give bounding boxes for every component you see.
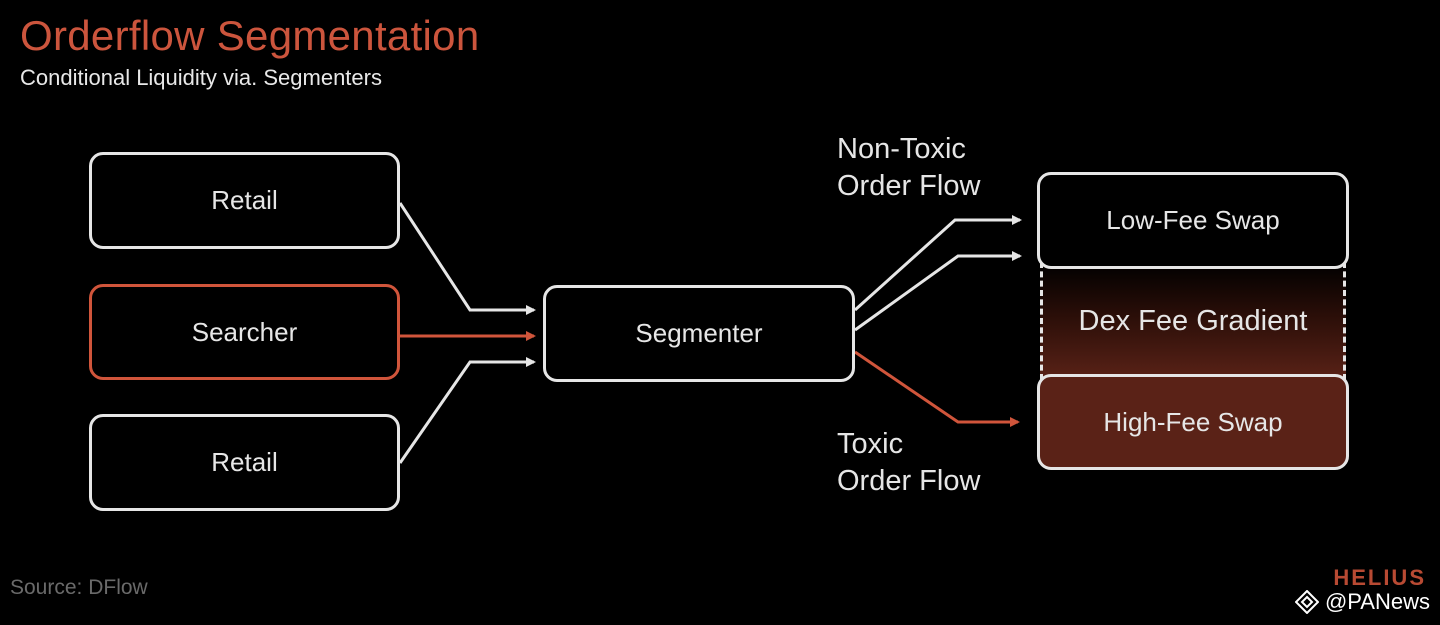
retail-bottom-node: Retail <box>89 414 400 511</box>
dex-fee-gradient: Dex Fee Gradient <box>1040 262 1346 380</box>
segmenter-node: Segmenter <box>543 285 855 382</box>
toxic-flow-label: Toxic Order Flow <box>837 426 980 500</box>
helius-logo-text: HELIUS <box>1333 565 1426 590</box>
source-credit: Source: DFlow <box>10 576 148 599</box>
non-toxic-line1: Non-Toxic <box>837 133 966 165</box>
panews-diamond-icon <box>1294 590 1319 614</box>
arrow-segmenter-to-lowfee-1 <box>853 215 1022 312</box>
low-fee-swap-node: Low-Fee Swap <box>1037 172 1349 269</box>
searcher-node: Searcher <box>89 284 400 380</box>
arrow-retail-top-to-segmenter <box>398 202 536 315</box>
non-toxic-line2: Order Flow <box>837 170 981 202</box>
arrow-retail-bottom-to-segmenter <box>398 357 536 464</box>
arrow-segmenter-to-highfee <box>854 350 1020 427</box>
non-toxic-flow-label: Non-Toxic Order Flow <box>837 131 980 205</box>
page-title: Orderflow Segmentation <box>20 12 480 59</box>
toxic-line2: Order Flow <box>837 465 981 497</box>
watermark-text: @PANews <box>1324 589 1430 614</box>
panews-watermark: @PANews <box>1294 589 1430 615</box>
high-fee-swap-node: High-Fee Swap <box>1037 374 1349 470</box>
arrow-segmenter-to-lowfee-2 <box>854 251 1022 332</box>
helius-logo: HELIUS <box>1333 565 1426 591</box>
toxic-line1: Toxic <box>837 428 904 460</box>
page-subtitle: Conditional Liquidity via. Segmenters <box>20 65 382 90</box>
retail-top-node: Retail <box>89 152 400 249</box>
